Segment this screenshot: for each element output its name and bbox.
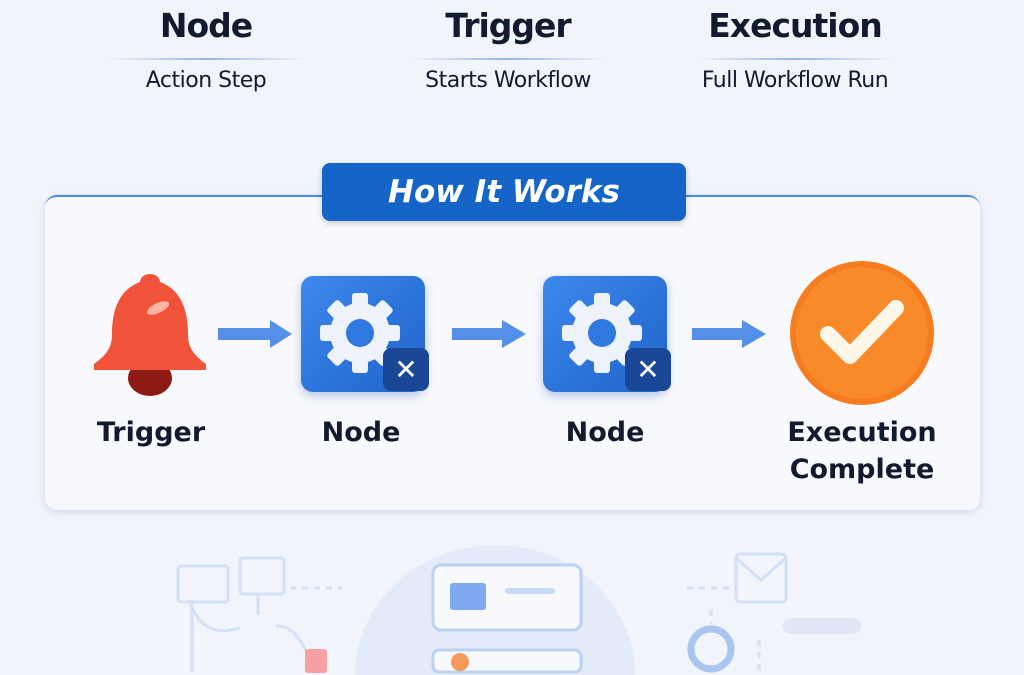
faded-workflow-illustration: [176, 545, 861, 675]
label-line: Complete: [789, 454, 935, 485]
gear-icon: [562, 293, 642, 373]
step-label-trigger: Trigger: [96, 417, 206, 448]
gear-icon: [320, 293, 400, 373]
term-title: Trigger: [445, 6, 571, 45]
step-label-node: Node: [321, 417, 401, 448]
term-title: Execution: [708, 6, 883, 45]
arrow-icon: [692, 320, 766, 348]
bell-icon: [94, 274, 206, 396]
term-trigger: Trigger Starts Workflow: [388, 4, 628, 93]
divider: [106, 58, 306, 60]
close-icon: ✕: [383, 348, 429, 391]
flow-arrows: [218, 320, 766, 348]
term-subtitle: Full Workflow Run: [701, 68, 889, 93]
node-box: ✕: [543, 276, 671, 392]
term-execution: Execution Full Workflow Run: [675, 4, 915, 93]
close-icon: ✕: [625, 348, 671, 391]
step-label-execution: Execution Complete: [762, 414, 962, 488]
divider: [695, 58, 895, 60]
how-it-works-title: How It Works: [322, 163, 686, 221]
term-title: Node: [159, 6, 253, 45]
checkmark-icon: [790, 261, 934, 405]
arrow-icon: [218, 320, 292, 348]
step-label-node: Node: [565, 417, 645, 448]
divider: [408, 58, 608, 60]
node-box: ✕: [301, 276, 429, 392]
label-line: Execution: [787, 417, 937, 448]
term-subtitle: Starts Workflow: [425, 68, 591, 93]
term-subtitle: Action Step: [145, 68, 267, 93]
term-node: Node Action Step: [86, 4, 326, 93]
arrow-icon: [452, 320, 526, 348]
